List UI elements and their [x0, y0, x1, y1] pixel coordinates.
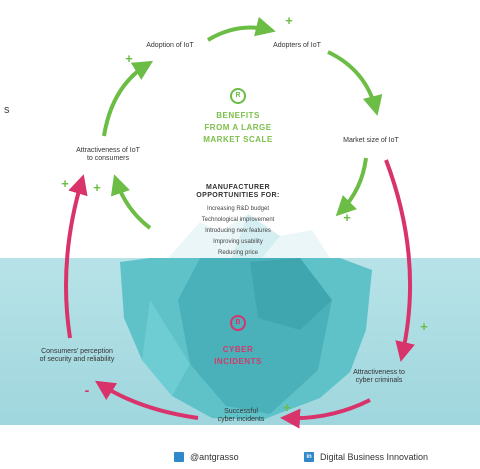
- arrow-attractiveness-to-adoption: [102, 60, 154, 137]
- polarity-plus: +: [420, 319, 428, 334]
- twitter-icon: [174, 452, 184, 462]
- opportunities-list: Increasing R&D budget Technological impr…: [170, 204, 306, 259]
- arrow-opportunities-to-attractiveness: [110, 174, 152, 230]
- polarity-plus: +: [125, 51, 133, 66]
- cyber-loop-icon: [230, 315, 246, 331]
- polarity-plus: +: [285, 13, 293, 28]
- opportunity-item: Increasing R&D budget: [206, 206, 270, 212]
- polarity-minus: -: [84, 382, 90, 398]
- node-adoption: Adoption of IoT: [146, 42, 194, 49]
- node-adopters: Adopters of IoT: [273, 42, 321, 49]
- opportunity-item: Improving usability: [213, 239, 263, 245]
- cropped-text-fragment: s: [4, 104, 10, 116]
- node-market-size: Market size of IoT: [343, 137, 399, 144]
- benefits-title: BENEFITS FROM A LARGE MARKET SCALE: [203, 111, 273, 144]
- opportunity-item: Introducing new features: [205, 228, 271, 234]
- footer-strip: [0, 425, 480, 469]
- twitter-credit[interactable]: @antgrasso: [174, 452, 239, 462]
- arrow-market-to-criminals: [384, 159, 415, 362]
- polarity-plus: +: [373, 96, 381, 111]
- node-attractiveness-criminals: Attractiveness to cyber criminals: [353, 369, 405, 384]
- opportunities-title: MANUFACTURER OPPORTUNITIES FOR:: [196, 184, 280, 199]
- node-attractiveness-consumers: Attractiveness of IoT to consumers: [76, 147, 140, 162]
- linkedin-icon: in: [304, 452, 314, 462]
- arrow-adoption-to-adopters: [206, 16, 276, 42]
- node-successful-incidents: Successful cyber incidents: [217, 408, 265, 423]
- opportunity-item: Reducing price: [217, 250, 259, 256]
- arrow-incidents-to-perception: [94, 380, 199, 420]
- node-consumer-perception: Consumers' perception of security and re…: [39, 348, 115, 363]
- cyber-loop-letter: B: [235, 319, 241, 326]
- polarity-plus: +: [61, 176, 69, 191]
- organization-name: Digital Business Innovation: [320, 452, 429, 462]
- arrow-adopters-to-market: [327, 50, 383, 116]
- polarity-plus: +: [283, 400, 291, 415]
- arrow-criminals-to-incidents: [280, 398, 371, 429]
- opportunity-item: Technological improvement: [201, 217, 275, 223]
- twitter-handle: @antgrasso: [190, 452, 239, 462]
- polarity-plus: +: [343, 210, 351, 225]
- arrow-market-to-opportunities: [335, 157, 368, 217]
- organization-credit[interactable]: in Digital Business Innovation: [304, 452, 428, 462]
- polarity-plus: +: [93, 180, 101, 195]
- arrow-perception-to-attractiveness: [64, 174, 88, 339]
- cyber-incidents-title: CYBER INCIDENTS: [214, 345, 262, 366]
- benefits-loop-icon: [230, 88, 246, 104]
- benefits-loop-letter: R: [235, 92, 241, 99]
